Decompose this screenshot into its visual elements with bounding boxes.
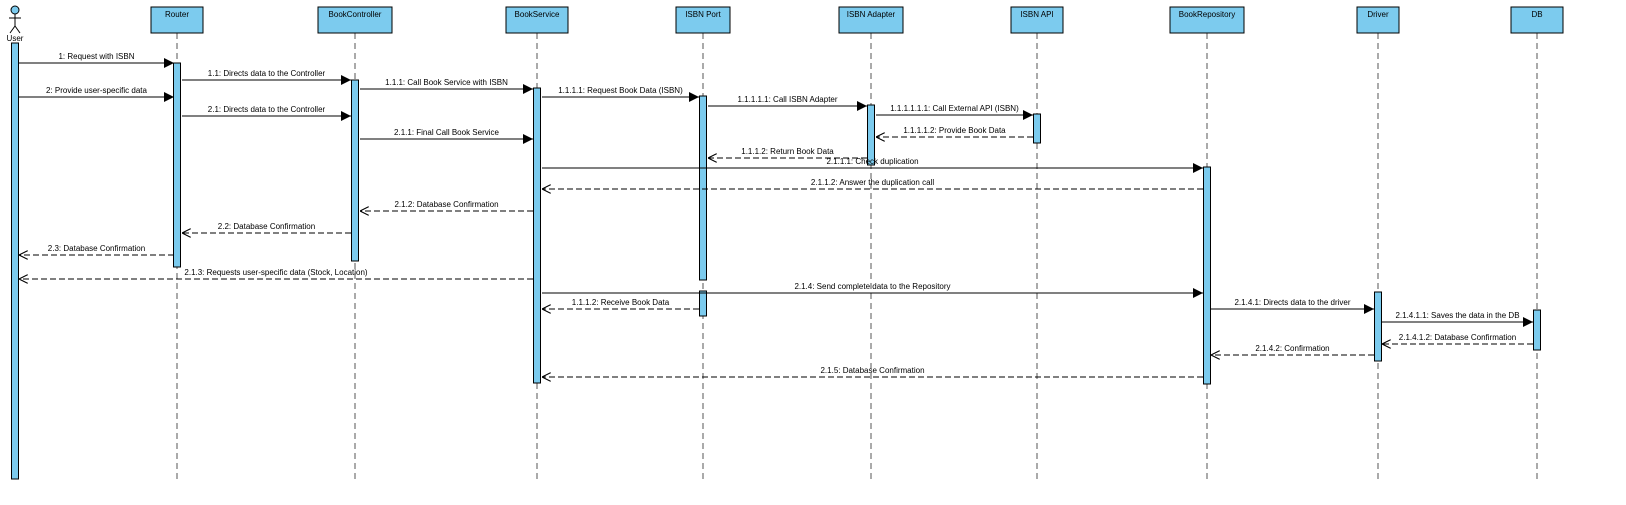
message-label: 2.1.3: Requests user-specific data (Stoc…	[184, 268, 368, 277]
message-label: 1.1.1.2: Return Book Data	[741, 147, 834, 156]
participant-bookrepository[interactable]: BookRepository	[1169, 6, 1245, 34]
message-label: 1.1.1.1.2: Provide Book Data	[903, 126, 1006, 135]
activation-bar-bookcontroller	[351, 79, 359, 262]
message-label: 2.1: Directs data to the Controller	[208, 105, 326, 114]
message-arrow[interactable]: 2.1.4.1: Directs data to the driver	[1211, 298, 1374, 314]
message-label: 1: Request with ISBN	[58, 52, 134, 61]
message-arrow[interactable]: 2.1.4.2: Confirmation	[1211, 344, 1374, 355]
actor-label: User	[7, 34, 24, 43]
actor-head-icon	[10, 5, 20, 15]
message-label: 2.1.4.2: Confirmation	[1255, 344, 1329, 353]
activation-bar-bookservice	[533, 87, 541, 384]
message-label: 1.1.1.1: Request Book Data (ISBN)	[558, 86, 683, 95]
message-arrow[interactable]: 2.1.3: Requests user-specific data (Stoc…	[19, 268, 533, 279]
actor-user[interactable]: User	[7, 5, 24, 43]
activation-bar-bookrepository	[1203, 166, 1211, 385]
message-label: 2.3: Database Confirmation	[48, 244, 145, 253]
participant-bookcontroller[interactable]: BookController	[317, 6, 393, 34]
message-arrow[interactable]: 2.1.4: Send complete data to the Reposit…	[542, 282, 1203, 298]
message-arrow[interactable]: 1.1.1.1.1.1: Call External API (ISBN)	[876, 104, 1033, 120]
participant-heads: User Router BookController BookService ISBN …	[7, 5, 1564, 43]
participant-box	[1356, 6, 1400, 34]
participant-label: ISBN Port	[685, 10, 721, 19]
participant-box	[1010, 6, 1064, 34]
message-arrow[interactable]: 2.2: Database Confirmation	[182, 222, 351, 233]
message-label: 1.1.1: Call Book Service with ISBN	[385, 78, 508, 87]
message-arrow[interactable]: 1.1.1.1: Request Book Data (ISBN)	[542, 86, 699, 102]
participant-box	[838, 6, 904, 34]
participant-label: BookService	[515, 10, 560, 19]
participant-db[interactable]: DB	[1510, 6, 1564, 34]
participant-box	[505, 6, 569, 34]
message-arrow[interactable]: 1.1: Directs data to the Controller	[182, 69, 351, 85]
message-arrow[interactable]: 2: Provide user-specific data	[19, 86, 174, 102]
message-arrow[interactable]: 1: Request with ISBN	[19, 52, 174, 68]
activation-bar-driver	[1374, 291, 1382, 362]
message-arrow[interactable]: 2.1: Directs data to the Controller	[182, 105, 351, 121]
message-arrow[interactable]: 2.1.4.1.1: Saves the data in the DB	[1382, 311, 1533, 327]
message-arrow[interactable]: 2.1.1: Final Call Book Service	[360, 128, 533, 144]
participant-box	[1510, 6, 1564, 34]
message-label: 2.2: Database Confirmation	[218, 222, 315, 231]
message-label: 1.1.1.1.1.1: Call External API (ISBN)	[890, 104, 1019, 113]
message-label: 2.1.1.2: Answer the duplication call	[811, 178, 934, 187]
participant-isbnadapter[interactable]: ISBN Adapter	[838, 6, 904, 34]
participant-bookservice[interactable]: BookService	[505, 6, 569, 34]
participant-label: ISBN API	[1020, 10, 1053, 19]
participant-box	[1169, 6, 1245, 34]
message-arrow[interactable]: 2.3: Database Confirmation	[19, 244, 174, 255]
participant-label: BookController	[329, 10, 382, 19]
message-arrow[interactable]: 1.1.1.1.1: Call ISBN Adapter	[708, 95, 867, 111]
message-label: 2.1.4.1.1: Saves the data in the DB	[1395, 311, 1519, 320]
participant-label: Driver	[1367, 10, 1389, 19]
activation-bars	[11, 42, 1541, 480]
message-label: 2.1.1: Final Call Book Service	[394, 128, 499, 137]
activation-bar-isbnapi	[1033, 113, 1041, 144]
message-arrow[interactable]: 1.1.1: Call Book Service with ISBN	[360, 78, 533, 94]
message-label: 2.1.2: Database Confirmation	[394, 200, 498, 209]
message-label: 2.1.4.1: Directs data to the driver	[1234, 298, 1350, 307]
messages: 1: Request with ISBN 1.1: Directs data to…	[19, 52, 1533, 377]
message-label: 1.1.1.1.1: Call ISBN Adapter	[737, 95, 837, 104]
participant-label: ISBN Adapter	[847, 10, 896, 19]
activation-bar-db	[1533, 309, 1541, 351]
activation-bar-router	[173, 62, 181, 268]
message-label: 2.1.5: Database Confirmation	[820, 366, 924, 375]
activation-bar-isbnport	[699, 290, 707, 317]
activation-bar-isbnport	[699, 95, 707, 281]
message-arrow[interactable]: 1.1.1.1.2: Provide Book Data	[876, 126, 1033, 137]
message-label: 2.1.1.1: Check duplication	[826, 157, 918, 166]
participant-label: Router	[165, 10, 189, 19]
message-arrow[interactable]: 2.1.2: Database Confirmation	[360, 200, 533, 211]
message-label: 1.1: Directs data to the Controller	[208, 69, 326, 78]
message-label: 2: Provide user-specific data	[46, 86, 147, 95]
actor-left-leg-icon	[9, 25, 16, 34]
message-arrow[interactable]: 2.1.5: Database Confirmation	[542, 366, 1203, 377]
message-arrow[interactable]: 1.1.1.2: Receive Book Data	[542, 298, 699, 309]
activation-bar-isbnadapter	[867, 104, 875, 166]
message-label: 2.1.4.1.2: Database Confirmation	[1399, 333, 1516, 342]
participant-box	[675, 6, 731, 34]
participant-isbnport[interactable]: ISBN Port	[675, 6, 731, 34]
message-arrow[interactable]: 1.1.1.2: Return Book Data	[708, 147, 867, 158]
activation-bar-user	[11, 42, 19, 480]
actor-right-leg-icon	[14, 25, 21, 34]
participant-label: DB	[1531, 10, 1542, 19]
participant-router[interactable]: Router	[150, 6, 204, 34]
participant-isbnapi[interactable]: ISBN API	[1010, 6, 1064, 34]
message-label: 2.1.4: Send complete data to the Reposit…	[794, 282, 950, 291]
message-label: 1.1.1.2: Receive Book Data	[572, 298, 670, 307]
message-arrow[interactable]: 2.1.1.2: Answer the duplication call	[542, 178, 1203, 189]
message-arrow[interactable]: 2.1.1.1: Check duplication	[542, 157, 1203, 173]
participant-label: BookRepository	[1179, 10, 1235, 19]
message-arrow[interactable]: 2.1.4.1.2: Database Confirmation	[1382, 333, 1533, 344]
participant-box	[317, 6, 393, 34]
participant-box	[150, 6, 204, 34]
participant-driver[interactable]: Driver	[1356, 6, 1400, 34]
